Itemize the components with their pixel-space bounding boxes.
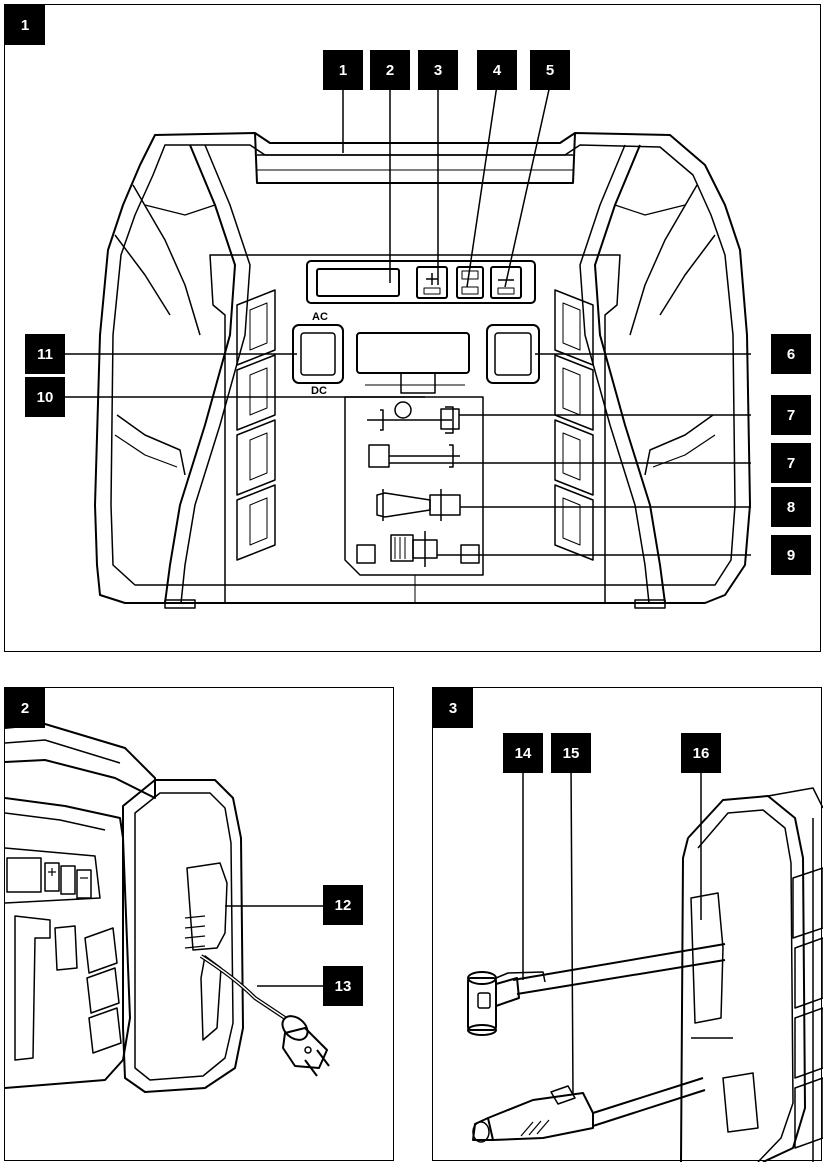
callout-12: 12 [323,885,363,925]
front-face [209,254,621,604]
callout-15: 15 [551,733,591,773]
left-vent-grille [236,289,276,561]
callout-7b: 7 [771,443,811,483]
callout-5: 5 [530,50,570,90]
end-cap [122,779,244,1093]
minus-button [76,869,92,899]
housing-inner [110,144,736,586]
dc-label: DC [311,385,327,397]
car-adapter-cable [592,1077,706,1127]
callout-2: 2 [370,50,410,90]
display-window [6,857,42,893]
ac-label: AC [312,311,328,323]
adapter-row-4 [390,531,438,567]
accessory-recess [690,892,724,1024]
carry-handle [5,723,156,799]
callout-13: 13 [323,966,363,1006]
hose-holder-top [356,332,470,374]
housing-outline [94,132,751,604]
minus-button [490,266,522,299]
compressor-accessories-view [467,765,823,1162]
display-window [316,268,400,297]
end-cap [687,795,806,1162]
housing-body [5,797,131,1089]
compressor-side-view [5,723,330,1093]
plus-button [416,266,448,299]
adapter-row-3 [376,489,461,521]
figure-3-tag: 3 [433,688,473,728]
tire-valve-connector [467,971,546,1036]
leader-lines [65,84,751,556]
figure-1-panel: 1 [4,4,821,652]
adapter-row-2 [368,444,460,468]
callout-3: 3 [418,50,458,90]
right-vent-grille [554,289,594,561]
left-side-bar [164,144,236,604]
callout-7a: 7 [771,395,811,435]
control-panel-frame [306,260,536,304]
accessory-storage-plate [344,396,484,576]
callout-4: 4 [477,50,517,90]
callout-1: 1 [323,50,363,90]
air-hose [512,943,726,995]
carry-handle [254,132,576,184]
car-adapter-plug [472,1085,594,1143]
callout-16: 16 [681,733,721,773]
callout-8: 8 [771,487,811,527]
cord-hook [186,862,228,951]
figure-3-panel: 3 [432,687,823,1162]
callout-9: 9 [771,535,811,575]
figure-2-panel: 2 [4,687,394,1161]
compressor-front-view [65,84,751,609]
figure-1-tag: 1 [5,5,45,45]
callout-6: 6 [771,334,811,374]
callout-14: 14 [503,733,543,773]
unit-button [60,865,76,895]
power-plug [281,1015,330,1077]
plus-button [44,862,60,892]
figure-2-tag: 2 [5,688,45,728]
callout-11: 11 [25,334,65,374]
adapter-row-1 [367,406,460,434]
callout-10: 10 [25,377,65,417]
